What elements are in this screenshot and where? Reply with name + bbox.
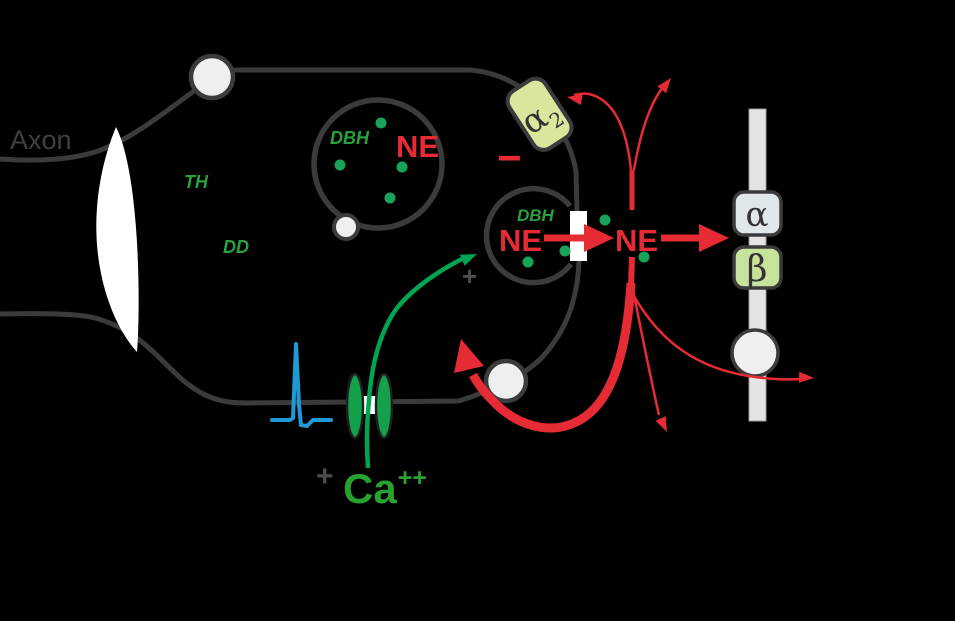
ne-dot	[522, 256, 534, 268]
ne-dot	[334, 159, 346, 171]
calcium-channel-subunit	[374, 372, 394, 440]
extraneuronal-uptake-arrow	[632, 295, 814, 383]
calcium-label: Ca++	[343, 464, 427, 512]
alpha2-autoreceptor: α2	[505, 76, 574, 152]
vesicle-pump-circle	[332, 213, 360, 241]
ne-dot	[384, 192, 396, 204]
plus-sign-vesicle: +	[462, 261, 477, 291]
minus-sign: −	[497, 134, 522, 181]
terminal-membrane-bottom	[0, 258, 582, 406]
release-vesicle-ne-label: NE	[499, 223, 542, 258]
action-potential-trace	[270, 342, 333, 428]
terminal-membrane-top	[0, 88, 197, 163]
red-arrows	[454, 78, 814, 433]
postsynaptic-membrane: α β	[730, 108, 783, 422]
beta-receptor	[732, 245, 783, 290]
reuptake-arrow	[454, 282, 636, 433]
storage-vesicle-dbh-label: DBH	[330, 128, 370, 148]
calcium-channel-subunit	[345, 372, 365, 440]
ne-dot	[599, 214, 611, 226]
calcium-channel	[345, 372, 394, 440]
diffusion-arrow-down-right	[631, 289, 667, 432]
membrane-pump-circle	[188, 53, 236, 101]
cleft-ne-label: NE	[615, 223, 658, 258]
plus-sign-calcium: +	[316, 460, 334, 493]
calcium-influx-arrow	[364, 254, 477, 469]
ne-molecule-dots	[334, 117, 650, 268]
storage-vesicle-ne-label: NE	[396, 129, 439, 164]
ne-dot	[396, 161, 408, 173]
ne-binding-arrow	[661, 224, 729, 252]
ne-release-arrow	[544, 224, 614, 252]
releasing-vesicle	[483, 185, 574, 286]
release-vesicle-dbh-label: DBH	[517, 206, 555, 225]
alpha-receptor-label: α	[746, 195, 769, 235]
enzyme-th-label: TH	[184, 172, 209, 192]
axon-lumen-opening	[96, 127, 139, 352]
beta-receptor-label: β	[747, 249, 768, 290]
ne-dot	[559, 245, 571, 257]
axon-label: Axon	[10, 125, 72, 155]
ne-diffusion-stem-down	[628, 256, 635, 289]
autoreceptor-feedback-arrow	[567, 92, 633, 171]
reuptake-transporter-circle	[483, 358, 529, 404]
postsynaptic-transporter-circle	[730, 328, 780, 378]
diffusion-arrow-up-right	[632, 78, 671, 171]
storage-vesicle	[311, 97, 445, 231]
enzyme-dd-label: DD	[223, 237, 249, 257]
ne-dot	[375, 117, 387, 129]
alpha-receptor	[732, 190, 783, 237]
ne-dot	[638, 251, 650, 263]
